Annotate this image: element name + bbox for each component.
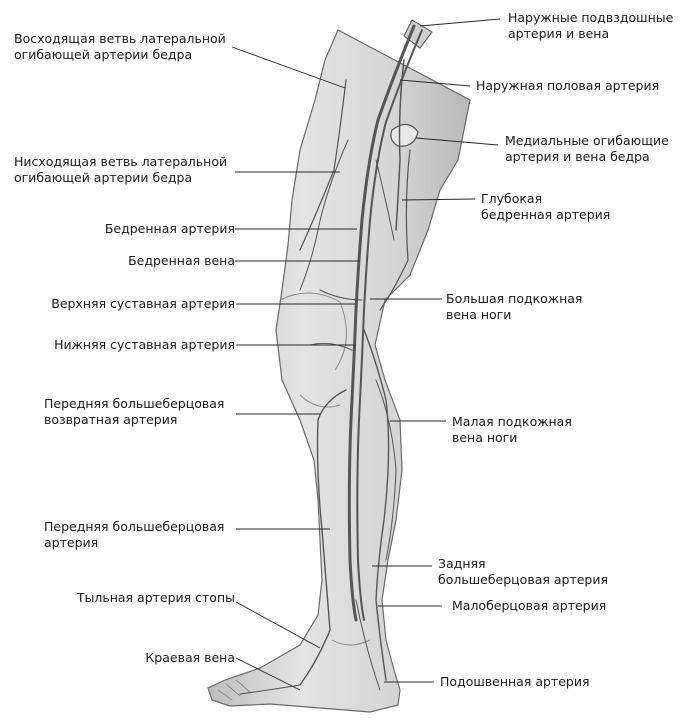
label-medial-circumflex: Медиальные огибающие артерия и вена бедр… [505,133,669,165]
label-line: Восходящая ветвь латеральной [14,31,226,46]
toe-lines [217,679,251,701]
label-line: Бедренная вена [128,253,235,268]
label-line: Тыльная артерия стопы [76,590,235,605]
leader-lines-left [231,46,360,691]
femoral-ring [390,123,419,147]
label-dorsalis-pedis-artery: Тыльная артерия стопы [77,590,235,606]
label-line: Малая подкожная [452,414,572,429]
label-line: Медиальные огибающие [505,133,669,148]
label-deep-femoral-artery: Глубокая бедренная артерия [481,191,610,223]
label-line: Глубокая [481,191,543,206]
label-ascending-lateral-circumflex: Восходящая ветвь латеральной огибающей а… [14,31,226,63]
label-line: Малоберцовая артерия [452,598,607,613]
main-vessels [239,24,423,695]
knee-contour [279,292,347,371]
label-line: Бедренная артерия [104,221,235,236]
label-line: Большая подкожная [446,291,583,306]
label-line: Задняя [438,556,486,571]
label-posterior-tibial-artery: Задняя большеберцовая артерия [438,556,608,588]
label-line: артерия [44,535,99,550]
label-descending-lateral-circumflex: Нисходящая ветвь латеральной огибающей а… [14,154,227,186]
label-anterior-tibial-artery: Передняя большеберцовая артерия [44,519,224,551]
label-line: Нижняя суставная артерия [54,337,235,352]
label-line: артерия и вена [508,26,610,41]
label-line: Нисходящая ветвь латеральной [14,154,228,169]
label-line: бедренная артерия [481,207,611,222]
leg-silhouette [207,29,471,713]
label-line: Краевая вена [145,650,235,665]
label-superior-genicular-artery: Верхняя суставная артерия [51,296,235,312]
label-marginal-vein: Краевая вена [145,650,235,666]
label-line: большеберцовая артерия [438,572,608,587]
label-line: Подошвенная артерия [440,674,590,689]
leader-lines-right [370,18,501,683]
label-line: Наружные подвздошные [508,10,674,25]
label-peroneal-artery: Малоберцовая артерия [452,598,606,614]
label-external-pudendal-artery: Наружная половая артерия [476,78,659,94]
label-line: вена ноги [452,430,518,445]
label-line: огибающей артерии бедра [14,170,193,185]
label-line: огибающей артерии бедра [14,47,193,62]
label-inferior-genicular-artery: Нижняя суставная артерия [54,337,235,353]
ankle-contour [331,639,371,646]
label-femoral-artery: Бедренная артерия [105,221,235,237]
label-line: вена ноги [446,307,512,322]
label-line: Передняя большеберцовая [44,519,225,534]
label-line: возвратная артерия [44,412,178,427]
label-external-iliac: Наружные подвздошные артерия и вена [508,10,673,42]
label-line: Наружная половая артерия [476,78,660,93]
label-line: Верхняя суставная артерия [51,296,235,311]
iliac-vessels [403,19,433,49]
label-small-saphenous-vein: Малая подкожная вена ноги [452,414,572,446]
label-femoral-vein: Бедренная вена [128,253,235,269]
knee-contour-2 [299,394,341,408]
label-line: Передняя большеберцовая [44,396,225,411]
label-plantar-artery: Подошвенная артерия [440,674,589,690]
label-anterior-tibial-recurrent-artery: Передняя большеберцовая возвратная артер… [44,396,224,428]
label-line: артерия и вена бедра [505,149,650,164]
label-great-saphenous-vein: Большая подкожная вена ноги [446,291,582,323]
